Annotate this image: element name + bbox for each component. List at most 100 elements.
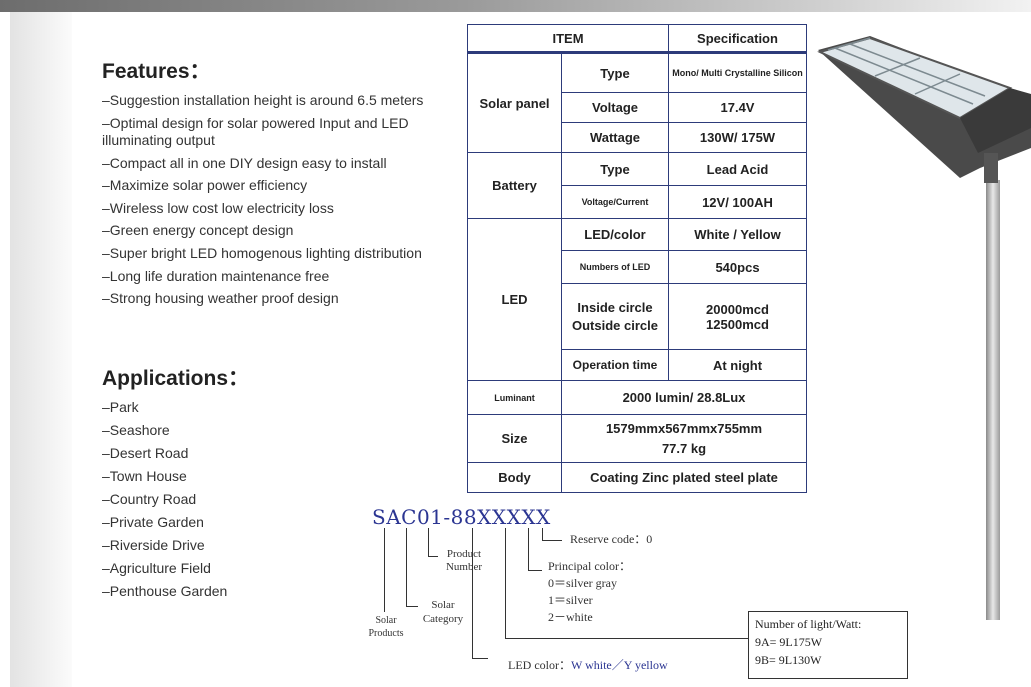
application-item: –Country Road: [102, 491, 197, 507]
led-circle-labels: Inside circle Outside circle: [561, 283, 669, 350]
principal-color-option: 1＝silver: [548, 593, 593, 607]
body-value: Coating Zinc plated steel plate: [561, 462, 807, 493]
left-shade-band: [10, 12, 72, 687]
table-row: Battery Type Lead Acid: [467, 152, 807, 219]
applications-list: –Park –Seashore –Desert Road –Town House…: [102, 396, 342, 603]
led-num-label: Numbers of LED: [561, 250, 669, 284]
table-row: Wattage 130W/ 175W: [468, 122, 807, 153]
body-label: Body: [467, 462, 562, 493]
solar-type-label: Type: [561, 52, 669, 93]
led-color-prefix: LED color：: [508, 658, 571, 672]
feature-item: –Strong housing weather proof design: [102, 290, 339, 307]
battery-label: Battery: [467, 152, 562, 219]
table-header-row: ITEM Specification: [467, 24, 807, 54]
solar-panel-label: Solar panel: [467, 52, 562, 153]
reserve-leader: [542, 528, 543, 540]
light-watt-title: Number of light/Watt:: [755, 617, 862, 631]
battery-type-value: Lead Acid: [668, 152, 807, 186]
light-watt-b: 9B= 9L130W: [755, 653, 822, 667]
principal-leader: [528, 570, 542, 571]
application-item: –Riverside Drive: [102, 537, 205, 553]
battery-type-label: Type: [561, 152, 669, 186]
table-row: Body Coating Zinc plated steel plate: [467, 462, 807, 493]
header-specification: Specification: [668, 24, 807, 54]
solar-products-caption: Solar Products: [368, 615, 404, 639]
lamp-pole: [986, 180, 1000, 620]
solar-category-caption: Solar Category: [422, 599, 464, 625]
application-item: –Town House: [102, 468, 187, 484]
size-weight: 77.7 kg: [661, 440, 707, 456]
feature-item: –Maximize solar power efficiency: [102, 177, 308, 194]
led-outside-label: Outside circle: [572, 317, 658, 333]
feature-item: –Super bright LED homogenous lighting di…: [102, 244, 422, 261]
led-outside-value: 12500mcd: [706, 316, 769, 332]
solar-lamp-head-image: [817, 36, 1031, 183]
principal-color-option: 2－white: [548, 610, 593, 624]
specification-table: ITEM Specification Solar panel Type Mono…: [467, 24, 807, 493]
solar-voltage-value: 17.4V: [668, 92, 807, 123]
reserve-code-caption: Reserve code：0: [570, 532, 653, 546]
light-watt-a: 9A= 9L175W: [755, 635, 823, 649]
size-value: 1579mmx567mmx755mm 77.7 kg: [561, 414, 807, 463]
feature-item: –Long life duration maintenance free: [102, 267, 330, 284]
table-row: Luminant 2000 lumin/ 28.8Lux: [467, 380, 807, 415]
feature-item: –Green energy concept design: [102, 222, 294, 239]
applications-heading: Applications：: [102, 367, 250, 390]
application-item: –Penthouse Garden: [102, 583, 228, 599]
solar-category-leader: [406, 528, 407, 606]
led-color-value: W white／Y yellow: [570, 658, 668, 672]
table-row: Voltage/Current 12V/ 100AH: [468, 185, 807, 219]
reserve-leader: [542, 540, 562, 541]
table-row: Operation time At night: [468, 349, 807, 381]
product-number-leader: [428, 528, 429, 556]
light-watt-leader: [505, 638, 748, 639]
led-color-leader: [472, 658, 488, 659]
features-list: –Suggestion installation height is aroun…: [102, 89, 472, 310]
features-heading: Features：: [102, 60, 211, 83]
led-color-caption: LED color：W white／Y yellow: [508, 658, 668, 672]
light-watt-box: Number of light/Watt: 9A= 9L175W 9B= 9L1…: [748, 611, 908, 679]
led-op-label: Operation time: [561, 349, 669, 381]
features-section: Features： –Suggestion installation heigh…: [102, 55, 472, 310]
luminant-value: 2000 lumin/ 28.8Lux: [561, 380, 807, 415]
led-op-value: At night: [668, 349, 807, 381]
size-label: Size: [467, 414, 562, 463]
product-number-leader: [428, 556, 438, 557]
solar-category-leader: [406, 606, 418, 607]
led-inside-label: Inside circle: [577, 299, 653, 315]
table-row: LED LED/color White / Yellow: [467, 218, 807, 381]
principal-color-title: Principal color：: [548, 559, 631, 573]
solar-wattage-value: 130W/ 175W: [668, 122, 807, 153]
model-code: SAC01-88XXXXX: [372, 505, 551, 529]
table-row: Numbers of LED 540pcs: [468, 250, 807, 284]
led-color-value: White / Yellow: [668, 218, 807, 251]
application-item: –Seashore: [102, 422, 170, 438]
application-item: –Desert Road: [102, 445, 189, 461]
product-number-caption: Product Number: [445, 548, 483, 573]
solar-type-value: Mono/ Multi Crystalline Silicon: [668, 52, 807, 93]
feature-item: –Wireless low cost low electricity loss: [102, 199, 334, 216]
application-item: –Park: [102, 399, 139, 415]
feature-item: –Compact all in one DIY design easy to i…: [102, 154, 387, 171]
led-num-value: 540pcs: [668, 250, 807, 284]
feature-item: –Suggestion installation height is aroun…: [102, 92, 424, 108]
led-inside-value: 20000mcd: [706, 301, 769, 317]
led-label: LED: [467, 218, 562, 381]
principal-color-option: 0＝silver gray: [548, 576, 617, 590]
application-item: –Private Garden: [102, 514, 204, 530]
table-row: Voltage 17.4V: [468, 92, 807, 123]
table-row: Solar panel Type Mono/ Multi Crystalline…: [467, 52, 807, 153]
principal-leader: [528, 528, 529, 570]
solar-wattage-label: Wattage: [561, 122, 669, 153]
battery-vc-value: 12V/ 100AH: [668, 185, 807, 219]
battery-vc-label: Voltage/Current: [561, 185, 669, 219]
table-row: Inside circle Outside circle 20000mcd 12…: [468, 283, 807, 350]
feature-item: –Optimal design for solar powered Input …: [102, 114, 409, 148]
led-circle-values: 20000mcd 12500mcd: [668, 283, 807, 350]
luminant-label: Luminant: [467, 380, 562, 415]
application-item: –Agriculture Field: [102, 560, 211, 576]
principal-color-caption: Principal color： 0＝silver gray 1＝silver …: [548, 558, 631, 626]
solar-products-leader: [384, 528, 385, 612]
solar-voltage-label: Voltage: [561, 92, 669, 123]
size-dimensions: 1579mmx567mmx755mm: [605, 420, 763, 436]
